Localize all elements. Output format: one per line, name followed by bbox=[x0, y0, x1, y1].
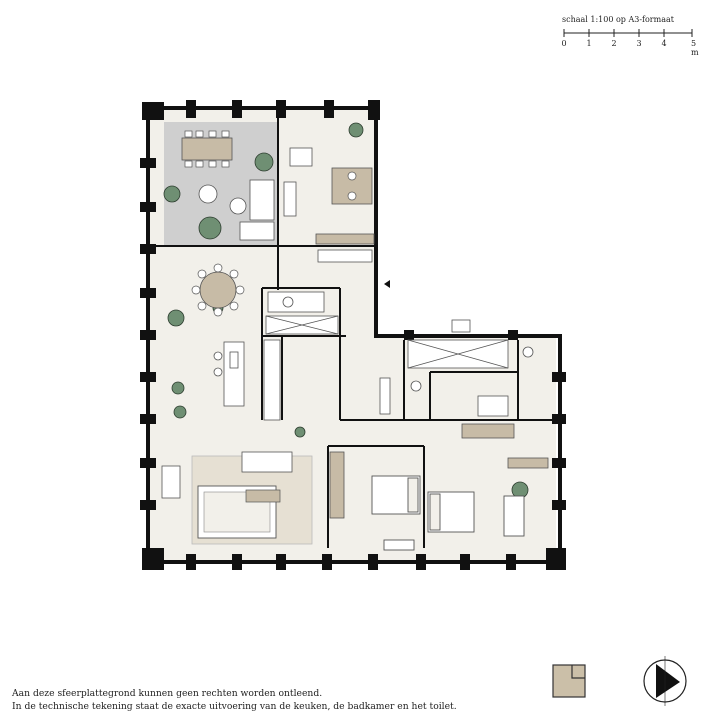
interior-walls bbox=[148, 108, 552, 548]
wardrobes bbox=[329, 423, 549, 519]
toilet-room bbox=[265, 291, 339, 335]
disclaimer-line-2: In de technische tekening staat de exact… bbox=[12, 701, 457, 712]
scale-tick-5: 5 m bbox=[691, 39, 699, 57]
kitchen-island bbox=[213, 339, 281, 421]
facade-columns bbox=[140, 100, 566, 570]
scale-ruler bbox=[563, 29, 693, 37]
office-desk bbox=[283, 147, 375, 263]
entrance-arrow bbox=[384, 280, 390, 288]
living-area bbox=[161, 451, 313, 545]
bed-master bbox=[371, 475, 421, 551]
scale-tick-3: 3 bbox=[636, 39, 642, 48]
dining-table bbox=[191, 263, 245, 317]
scale-title: schaal 1:100 op A3-formaat bbox=[562, 15, 674, 24]
disclaimer: Aan deze sfeerplattegrond kunnen geen re… bbox=[12, 687, 457, 713]
bathroom bbox=[379, 319, 534, 417]
terrace-lounge bbox=[198, 179, 275, 241]
terrace-dining-table bbox=[181, 130, 233, 168]
legend-floor-icon bbox=[552, 664, 586, 698]
floor-plan bbox=[140, 100, 566, 570]
compass-icon bbox=[643, 656, 687, 706]
scale-tick-2: 2 bbox=[611, 39, 617, 48]
scale-tick-1: 1 bbox=[586, 39, 592, 48]
disclaimer-line-1: Aan deze sfeerplattegrond kunnen geen re… bbox=[12, 688, 323, 699]
scale-tick-0: 0 bbox=[561, 39, 567, 48]
scale-tick-4: 4 bbox=[661, 39, 667, 48]
bed-second bbox=[427, 491, 525, 537]
